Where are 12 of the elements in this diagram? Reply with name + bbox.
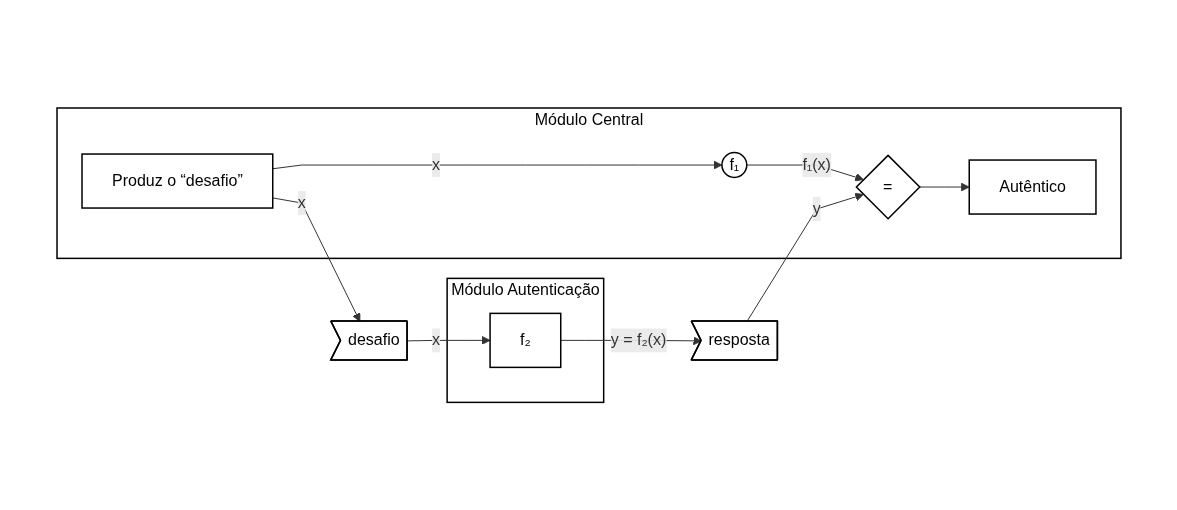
edge-label: x [431, 155, 440, 173]
edge-label: y = f₂(x) [610, 331, 666, 349]
node-box: f₂ [488, 312, 561, 368]
arrow [406, 335, 490, 345]
edge-label: x [297, 193, 306, 211]
node-box: Autêntico [968, 159, 1097, 215]
node-circle: f₁ [720, 151, 748, 179]
edge-label: f₁(x) [801, 155, 831, 173]
edge-label: x [431, 331, 440, 349]
node-diamond: = [854, 154, 921, 220]
edge-label: y [812, 199, 821, 217]
node-box: Produz o “desafio” [80, 153, 273, 209]
